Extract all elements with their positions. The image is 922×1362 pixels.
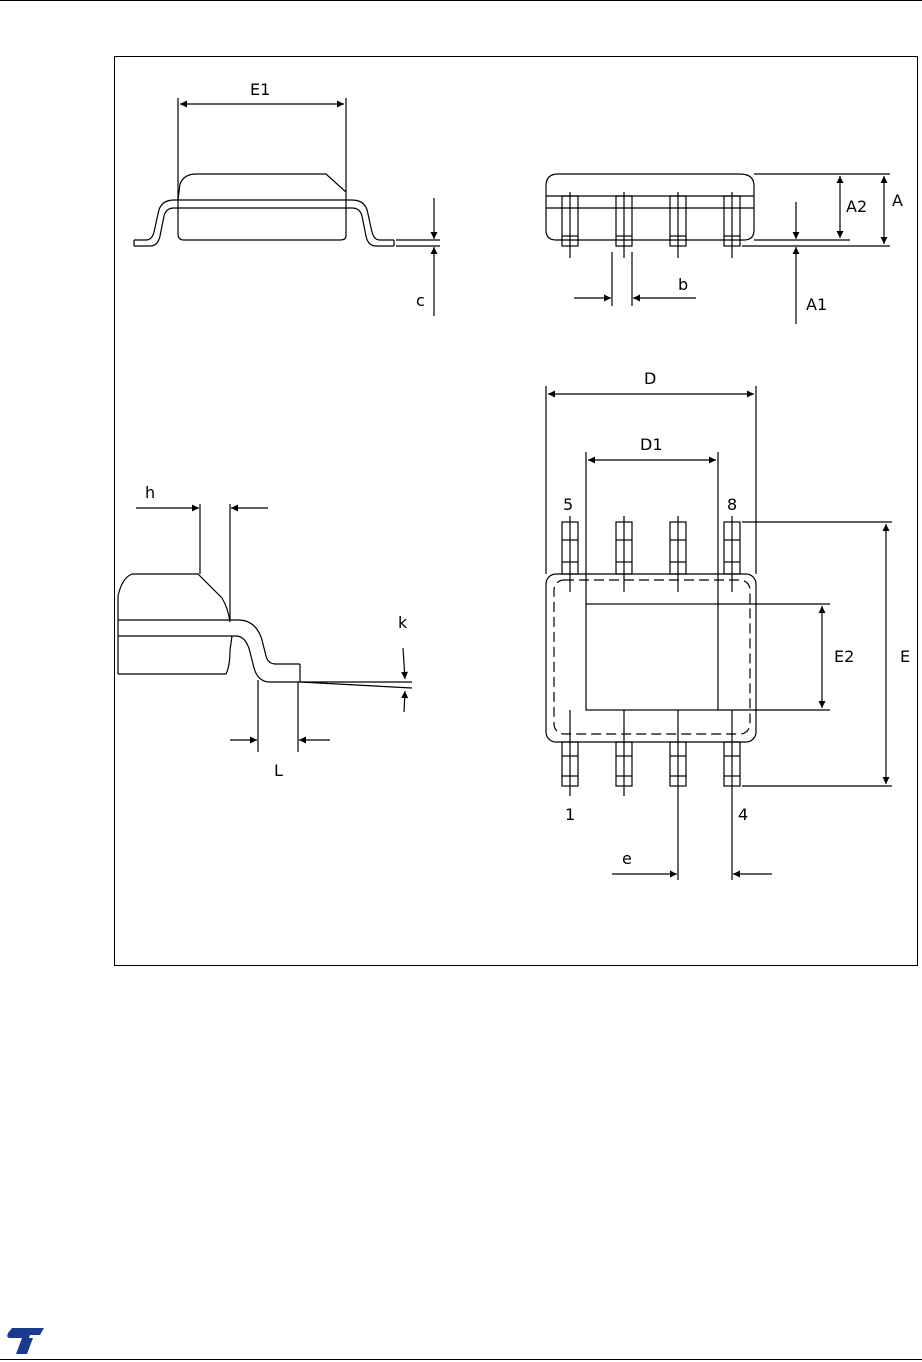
label-A1: A1 bbox=[806, 295, 827, 314]
label-e: e bbox=[622, 849, 632, 868]
pin-label-4: 4 bbox=[738, 805, 748, 824]
label-h: h bbox=[145, 483, 155, 502]
label-E: E bbox=[900, 647, 910, 666]
pin-label-8: 8 bbox=[727, 495, 737, 514]
label-k: k bbox=[398, 613, 408, 632]
label-A2: A2 bbox=[846, 197, 867, 216]
label-b: b bbox=[678, 275, 688, 294]
label-D: D bbox=[644, 369, 656, 388]
label-E2: E2 bbox=[834, 647, 854, 666]
pin-label-1: 1 bbox=[565, 805, 575, 824]
front-view bbox=[546, 174, 890, 324]
pin-label-5: 5 bbox=[563, 495, 573, 514]
label-D1: D1 bbox=[640, 435, 663, 454]
label-c: c bbox=[416, 291, 425, 310]
top-view bbox=[546, 386, 892, 880]
footer-rule bbox=[0, 1359, 922, 1360]
st-logo bbox=[6, 1326, 46, 1356]
lead-detail-view bbox=[118, 504, 412, 752]
side-view bbox=[134, 98, 440, 316]
label-L: L bbox=[274, 761, 283, 780]
label-A: A bbox=[892, 191, 903, 210]
label-E1: E1 bbox=[250, 80, 270, 99]
